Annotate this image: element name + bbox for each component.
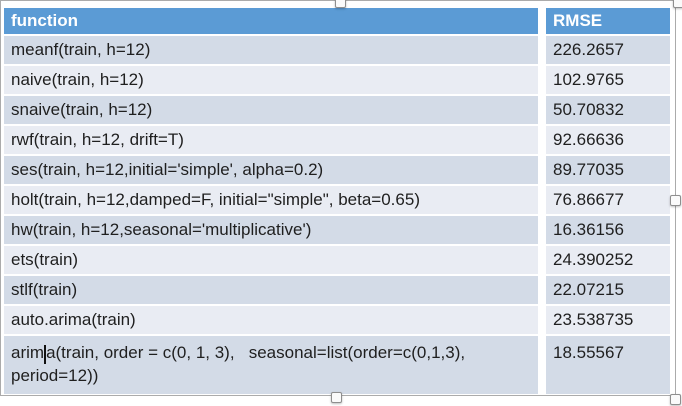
- function-cell[interactable]: ses(train, h=12,initial='simple', alpha=…: [4, 156, 538, 184]
- function-cell[interactable]: rwf(train, h=12, drift=T): [4, 126, 538, 154]
- function-cell[interactable]: snaive(train, h=12): [4, 96, 538, 124]
- function-cell[interactable]: meanf(train, h=12): [4, 36, 538, 64]
- column-header-function[interactable]: function: [4, 8, 538, 34]
- resize-handle-top-right[interactable]: [673, 0, 682, 8]
- function-text-post-caret: a(train, order = c(0, 1, 3), seasonal=li…: [46, 343, 466, 362]
- function-cell[interactable]: hw(train, h=12,seasonal='multiplicative'…: [4, 216, 538, 244]
- function-text-pre-caret: arim: [11, 343, 45, 362]
- rmse-cell[interactable]: 92.66636: [546, 126, 670, 154]
- rmse-cell[interactable]: 226.2657: [546, 36, 670, 64]
- function-cell[interactable]: naive(train, h=12): [4, 66, 538, 94]
- rmse-table: function RMSE meanf(train, h=12) 226.2657…: [4, 8, 670, 396]
- function-cell[interactable]: auto.arima(train): [4, 306, 538, 334]
- rmse-cell[interactable]: 18.55567: [546, 336, 670, 394]
- text-caret: [44, 345, 47, 364]
- rmse-cell[interactable]: 89.77035: [546, 156, 670, 184]
- table-row: naive(train, h=12) 102.9765: [4, 66, 670, 94]
- rmse-cell[interactable]: 24.390252: [546, 246, 670, 274]
- table-row: stlf(train) 22.07215: [4, 276, 670, 304]
- rmse-cell[interactable]: 23.538735: [546, 306, 670, 334]
- resize-handle-bottom-right[interactable]: [670, 394, 681, 405]
- resize-handle-bottom-center[interactable]: [331, 392, 342, 403]
- table-row: snaive(train, h=12) 50.70832: [4, 96, 670, 124]
- rmse-cell[interactable]: 76.86677: [546, 186, 670, 214]
- table-row: hw(train, h=12,seasonal='multiplicative'…: [4, 216, 670, 244]
- function-cell[interactable]: ets(train): [4, 246, 538, 274]
- resize-handle-top-center[interactable]: [335, 0, 346, 8]
- function-cell[interactable]: holt(train, h=12,damped=F, initial="simp…: [4, 186, 538, 214]
- function-text-line2: period=12)): [11, 366, 99, 385]
- table-row: auto.arima(train) 23.538735: [4, 306, 670, 334]
- table-row: ses(train, h=12,initial='simple', alpha=…: [4, 156, 670, 184]
- table-row: holt(train, h=12,damped=F, initial="simp…: [4, 186, 670, 214]
- table-row: meanf(train, h=12) 226.2657: [4, 36, 670, 64]
- table-header-row: function RMSE: [4, 8, 670, 34]
- table-row: rwf(train, h=12, drift=T) 92.66636: [4, 126, 670, 154]
- resize-handle-right-middle[interactable]: [670, 195, 681, 206]
- table-row: ets(train) 24.390252: [4, 246, 670, 274]
- rmse-cell[interactable]: 102.9765: [546, 66, 670, 94]
- rmse-cell[interactable]: 16.36156: [546, 216, 670, 244]
- rmse-cell[interactable]: 22.07215: [546, 276, 670, 304]
- rmse-cell[interactable]: 50.70832: [546, 96, 670, 124]
- column-header-rmse[interactable]: RMSE: [546, 8, 670, 34]
- function-cell[interactable]: stlf(train): [4, 276, 538, 304]
